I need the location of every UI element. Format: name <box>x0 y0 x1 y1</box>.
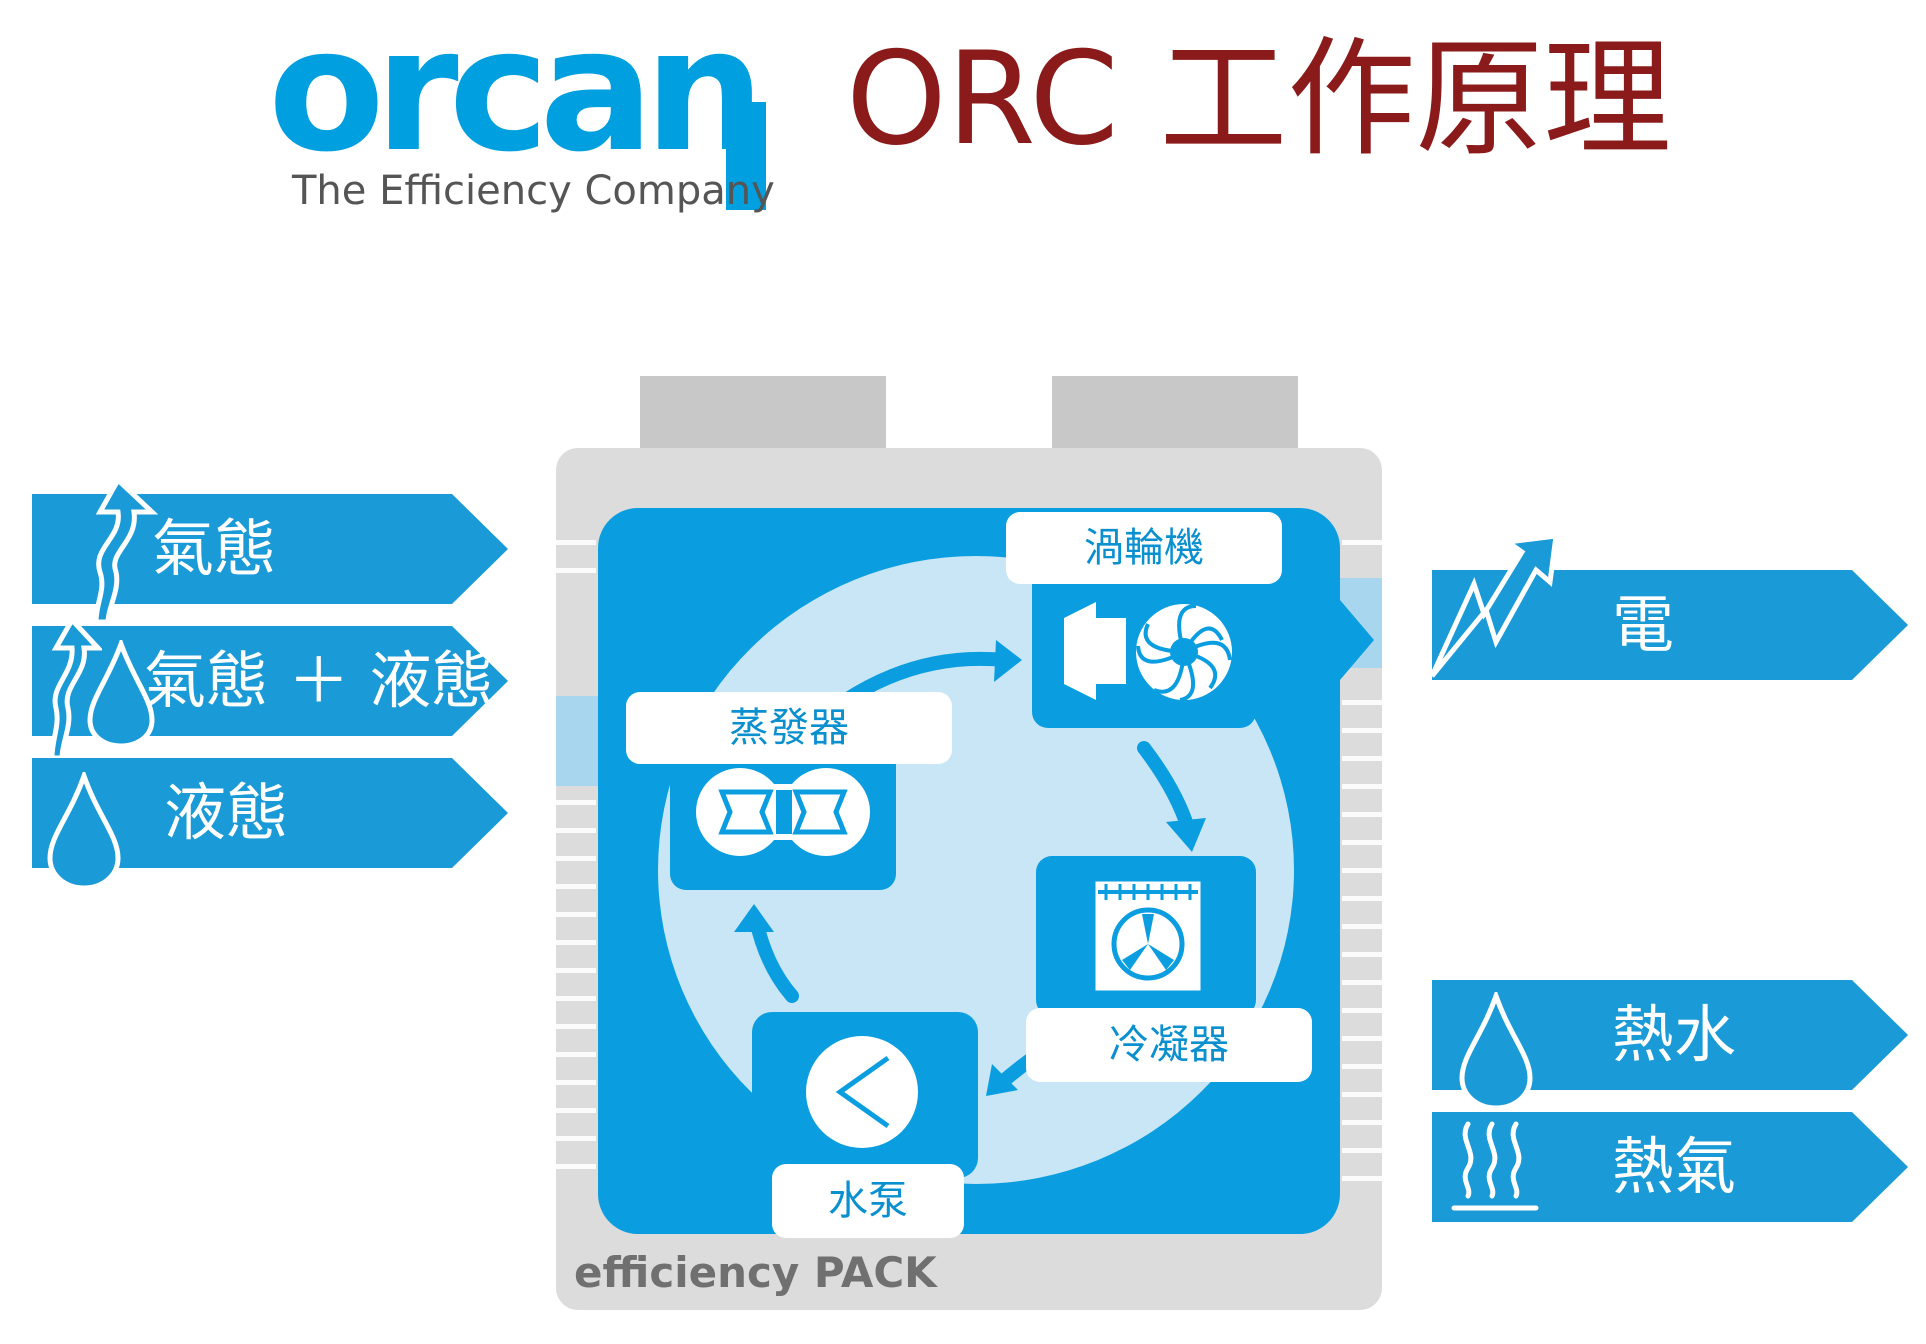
output-label-electricity: 電 <box>1612 588 1675 661</box>
input-arrow-gas-liquid: 氣態 ＋ 液態 <box>32 615 508 761</box>
droplet-icon <box>87 640 155 749</box>
arrowhead-to-pump <box>986 1064 1018 1096</box>
heat-waves-icon <box>1451 1121 1539 1211</box>
output-label-hot-water: 熱水 <box>1612 998 1737 1071</box>
output-arrow-electricity: 電 <box>1429 533 1908 680</box>
turbine-label: 渦輪機 <box>1006 512 1282 584</box>
top-pipe-left <box>640 376 886 458</box>
droplet-icon <box>47 772 121 891</box>
housing-vents <box>556 540 1382 1181</box>
orcan-logo: orcan <box>268 0 765 190</box>
arrowhead-to-evaporator <box>734 904 774 932</box>
pipe-band-left <box>556 696 606 786</box>
input-label-gas-liquid: 氣態 ＋ 液態 <box>144 644 494 717</box>
input-label-liquid: 液態 <box>164 776 289 849</box>
output-arrow-hot-air: 熱氣 <box>1432 1112 1908 1222</box>
evaporator-icon <box>696 768 870 856</box>
input-arrow-liquid: 液態 <box>32 758 508 891</box>
condenser-icon <box>1092 878 1204 994</box>
lightning-bolt-icon <box>1429 533 1559 678</box>
input-label-gas: 氣態 <box>152 512 277 585</box>
condenser-label: 冷凝器 <box>1026 1008 1312 1082</box>
evaporator-label: 蒸發器 <box>626 692 952 764</box>
droplet-icon <box>1459 992 1533 1111</box>
pump-icon <box>806 1036 918 1148</box>
input-arrow-gas: 氣態 <box>32 475 508 622</box>
turbine-icon <box>1064 602 1232 702</box>
orcan-logo-tail <box>726 102 766 210</box>
output-arrow-hot-water: 熱水 <box>1432 980 1908 1111</box>
efficiency-pack-label: efficiency PACK <box>574 1248 937 1297</box>
logo-tagline: The Efficiency Company <box>292 168 775 214</box>
arrow-evaporator-to-turbine <box>839 651 1011 707</box>
top-pipe-right <box>1052 376 1298 458</box>
rising-gas-arrow-icon <box>93 475 158 622</box>
arrowhead-to-turbine <box>994 640 1022 682</box>
pump-label: 水泵 <box>772 1164 964 1238</box>
arrowhead-to-condenser <box>1166 818 1206 852</box>
page-title: ORC 工作原理 <box>846 25 1672 174</box>
output-label-hot-air: 熱氣 <box>1612 1130 1737 1203</box>
